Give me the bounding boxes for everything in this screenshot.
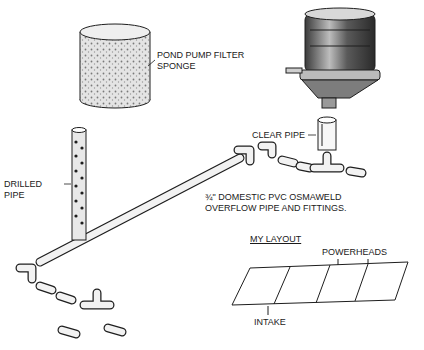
layout-sketch [232, 259, 408, 315]
part-label: POWERHEADS [322, 247, 392, 258]
drilled-pipe [72, 128, 86, 241]
part-label: INTAKE [254, 317, 304, 328]
pvc-pipes [20, 146, 362, 334]
layout-title: MY LAYOUT [250, 234, 320, 245]
leader-line [64, 184, 71, 185]
part-label: ¾" DOMESTIC PVC OSMAWELD OVERFLOW PIPE A… [205, 192, 370, 214]
part-label: CLEAR PIPE [252, 130, 308, 141]
part-label: POND PUMP FILTER SPONGE [157, 50, 245, 72]
leader-line [148, 60, 155, 66]
clear-pipe [318, 117, 336, 150]
filter-sponge [80, 24, 150, 108]
leader-line [308, 135, 316, 136]
powerhead [286, 8, 380, 108]
part-label: DRILLED PIPE [4, 179, 64, 201]
